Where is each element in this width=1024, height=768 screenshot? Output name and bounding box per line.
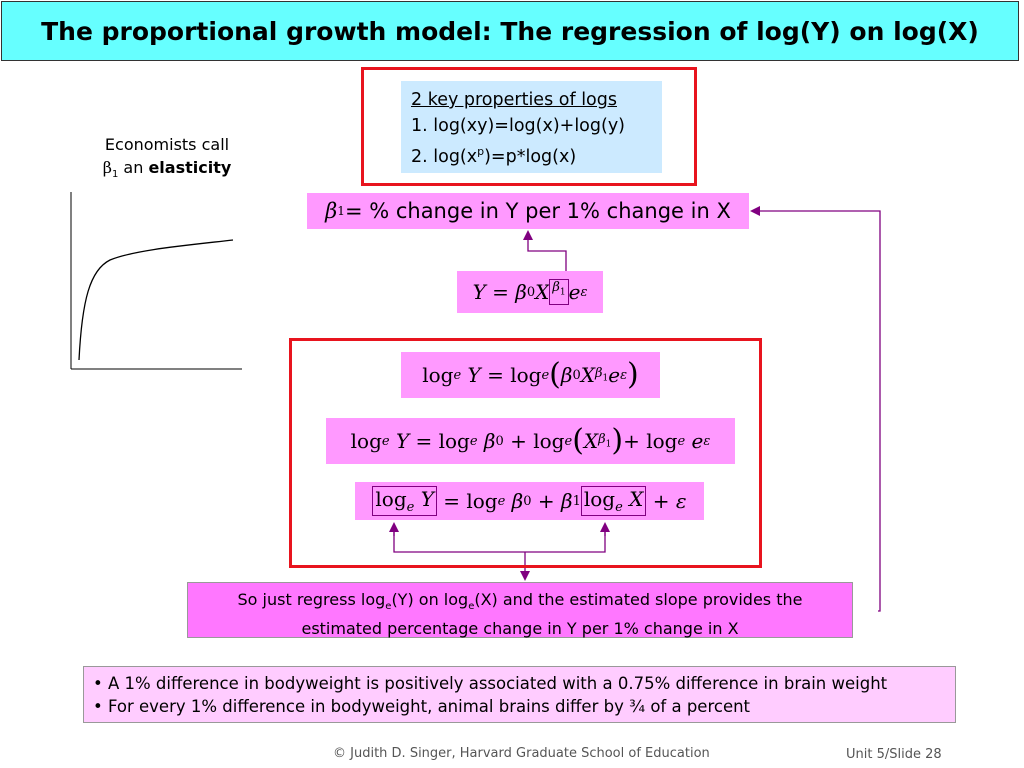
elasticity-line1: Economists call xyxy=(104,135,230,154)
property-1: 1. log(xy)=log(x)+log(y) xyxy=(411,116,626,136)
finding-2: • For every 1% difference in bodyweight,… xyxy=(93,697,751,716)
elasticity-note: Economists call β1 an elasticity xyxy=(62,133,272,186)
beta-arrow xyxy=(523,230,567,272)
finding-1: • A 1% difference in bodyweight is posit… xyxy=(93,674,888,693)
derivation-frame xyxy=(289,338,762,568)
elasticity-line2: β1 an elasticity xyxy=(102,158,232,181)
properties-heading: 2 key properties of logs xyxy=(411,90,617,110)
bracket-line xyxy=(393,524,606,553)
slide-title: The proportional growth model: The regre… xyxy=(1,1,1019,61)
summary-line2: estimated percentage change in Y per 1% … xyxy=(301,619,739,639)
footer-slide-number: Unit 5/Slide 28 xyxy=(846,747,942,762)
growth-curve-plot xyxy=(70,192,242,370)
findings-box: • A 1% difference in bodyweight is posit… xyxy=(83,666,956,723)
feedback-arrow xyxy=(750,206,881,612)
regression-summary: So just regress loge(Y) on loge(X) and t… xyxy=(187,582,853,638)
summary-line1: So just regress loge(Y) on loge(X) and t… xyxy=(237,590,803,613)
properties-frame xyxy=(361,67,697,186)
property-2: 2. log(xp)=p*log(x) xyxy=(411,145,577,167)
footer-copyright: © Judith D. Singer, Harvard Graduate Sch… xyxy=(333,746,710,761)
log-properties-box: 2 key properties of logs 1. log(xy)=log(… xyxy=(401,81,662,173)
